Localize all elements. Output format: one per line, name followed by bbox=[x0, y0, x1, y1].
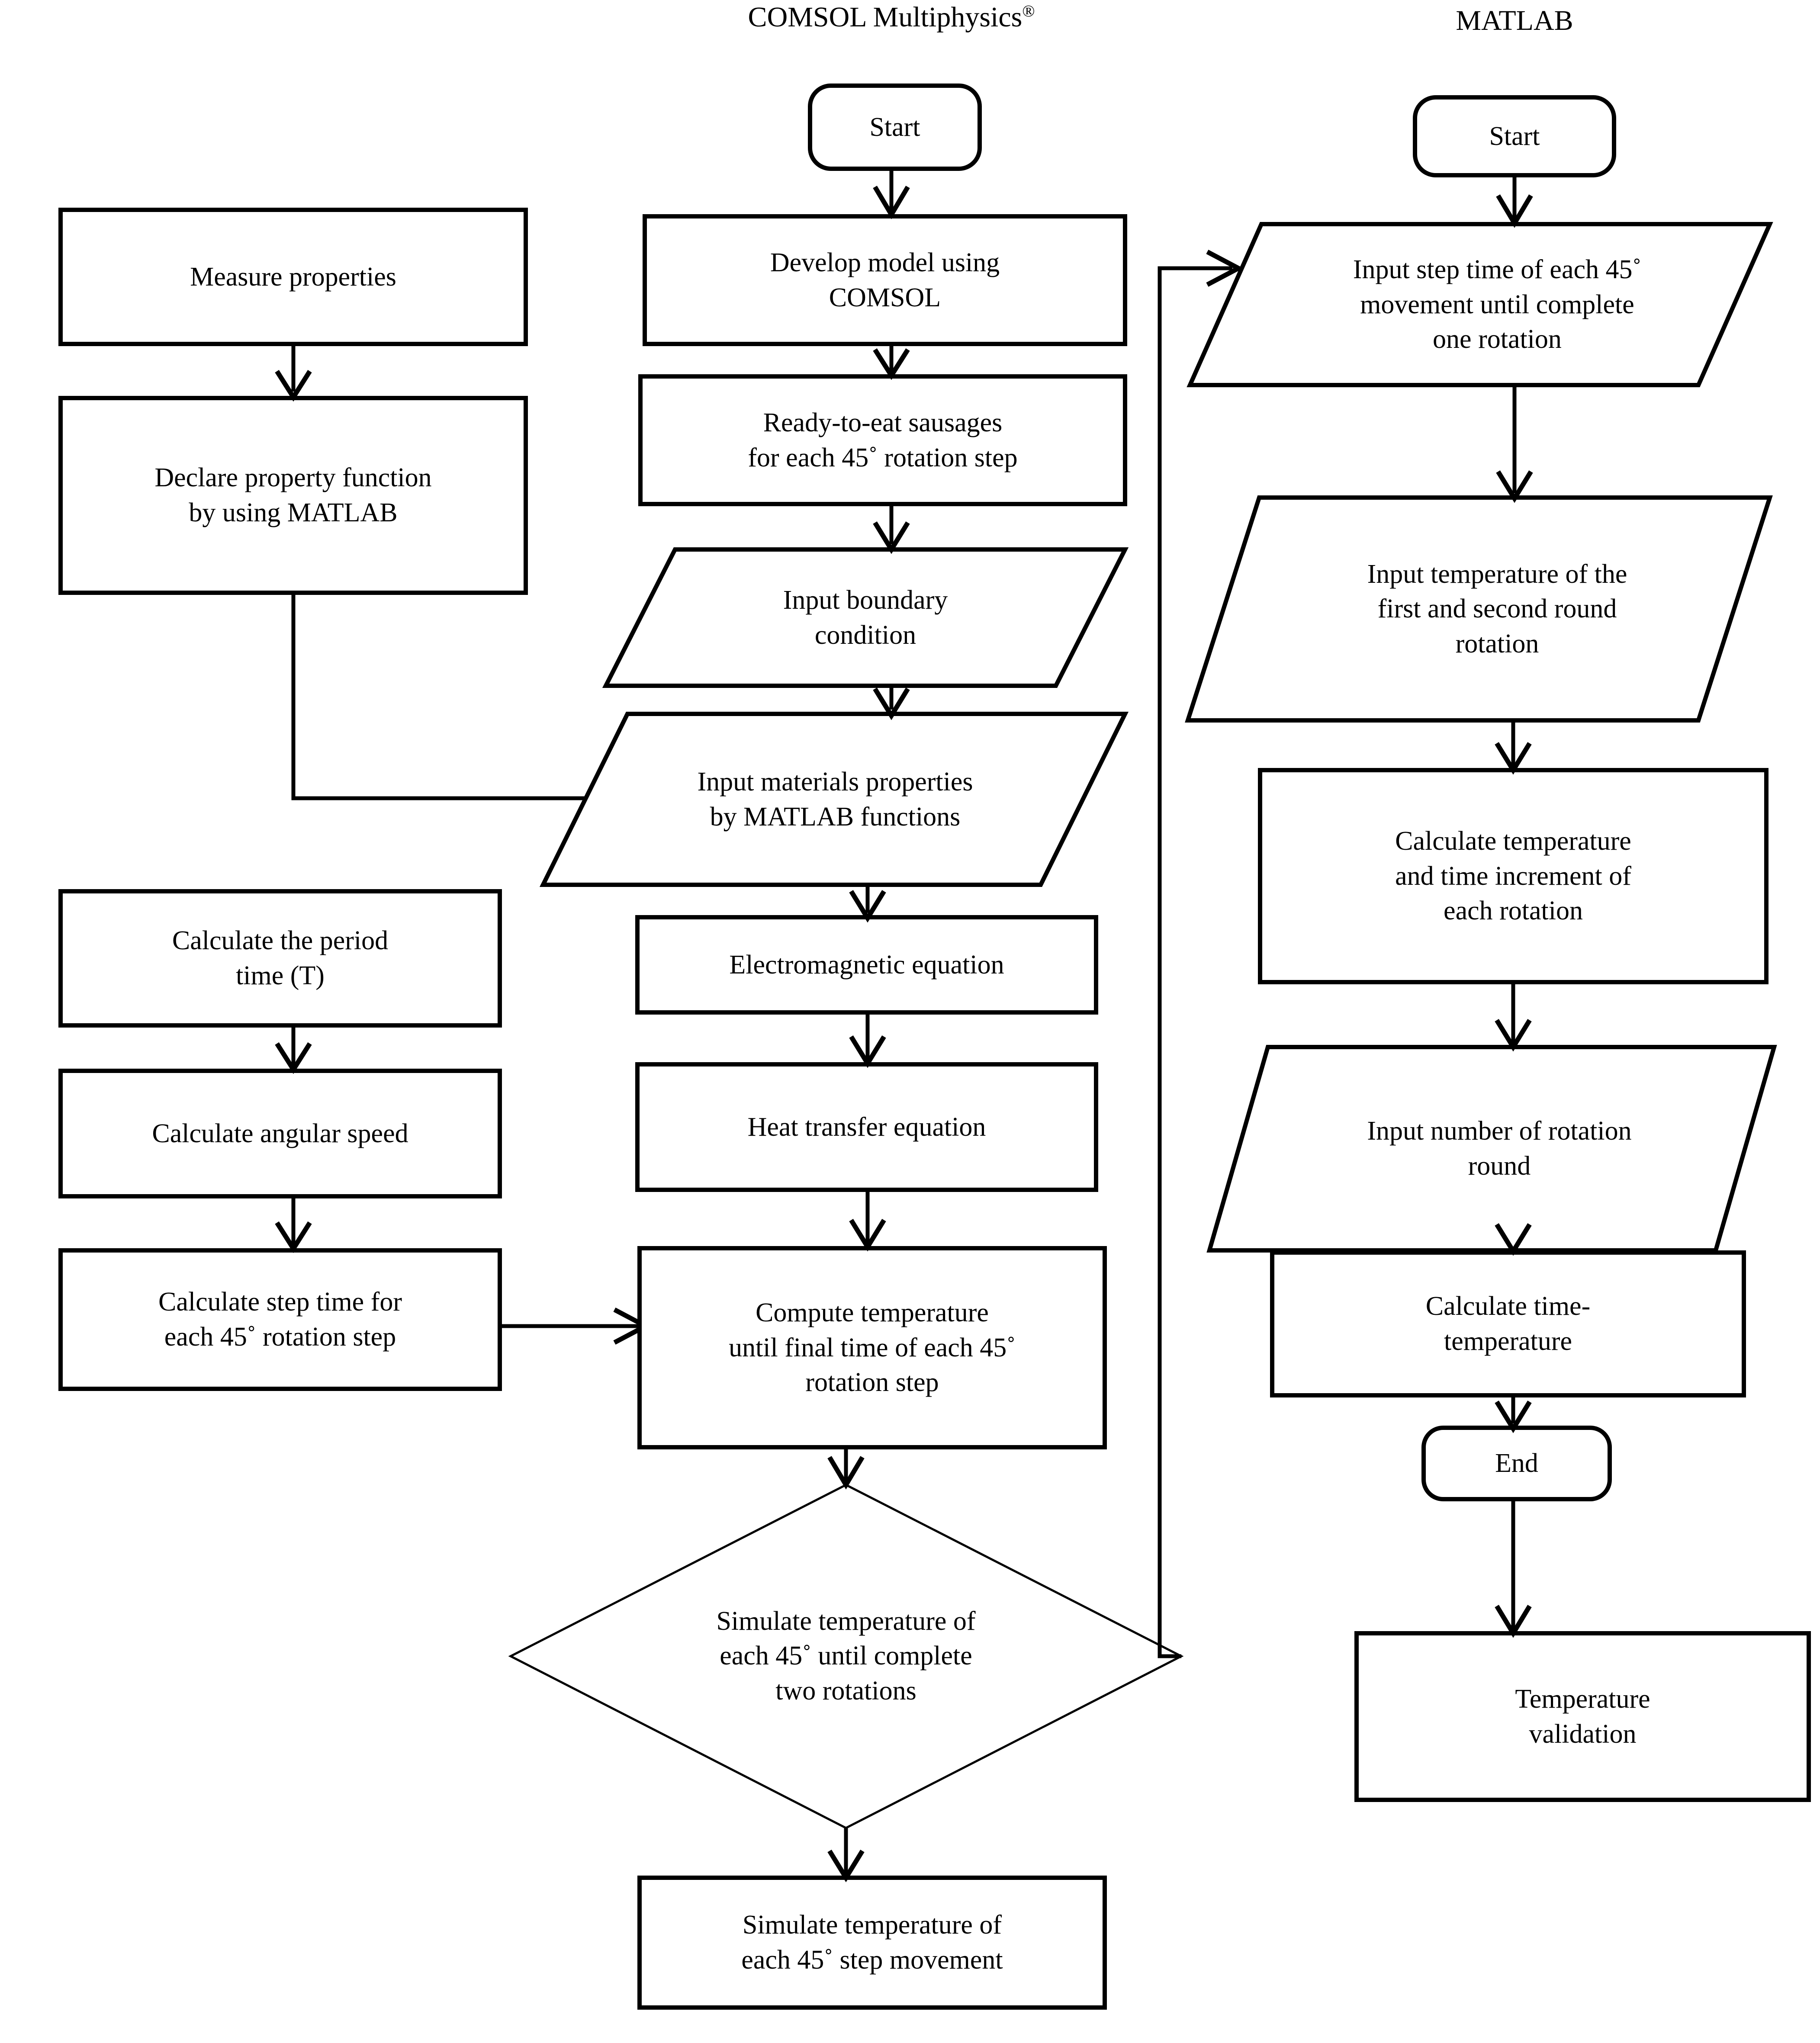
node-declare-property-function[interactable] bbox=[58, 396, 528, 595]
edge-input-number-to-calculate-time-temp bbox=[1495, 1223, 1532, 1256]
edge-calculate-increment-to-input-number bbox=[1495, 982, 1532, 1052]
edge-boundary-to-materials bbox=[873, 686, 910, 720]
column-header-matlab-text: MATLAB bbox=[1456, 5, 1573, 36]
column-header-comsol-text: COMSOL Multiphysics bbox=[748, 1, 1023, 33]
edge-start-to-develop bbox=[873, 169, 910, 219]
edge-decision-to-step-movement bbox=[827, 1828, 865, 1882]
node-develop-model[interactable] bbox=[643, 214, 1127, 346]
node-input-materials[interactable] bbox=[539, 712, 1129, 887]
column-header-matlab: MATLAB bbox=[1341, 3, 1688, 38]
node-input-step-time[interactable] bbox=[1187, 222, 1773, 387]
edge-steptime-to-compute bbox=[500, 1307, 651, 1345]
node-calculate-period-time[interactable] bbox=[58, 889, 502, 1028]
edge-ready-to-boundary bbox=[873, 504, 910, 554]
node-heat-transfer-equation[interactable] bbox=[635, 1062, 1098, 1192]
node-matlab-end[interactable] bbox=[1421, 1426, 1612, 1501]
node-calculate-time-temperature[interactable] bbox=[1270, 1250, 1746, 1397]
edge-angular-to-steptime bbox=[275, 1196, 312, 1253]
node-comsol-start[interactable] bbox=[808, 84, 982, 171]
edge-matlab-start-to-input-step-time bbox=[1496, 175, 1533, 228]
edge-end-to-temperature-validation bbox=[1495, 1499, 1532, 1638]
edge-input-step-time-to-input-temp bbox=[1496, 385, 1533, 503]
node-ready-to-eat[interactable] bbox=[638, 374, 1127, 506]
node-calculate-angular-speed[interactable] bbox=[58, 1069, 502, 1198]
node-electromagnetic-equation[interactable] bbox=[635, 915, 1098, 1015]
node-input-boundary[interactable] bbox=[602, 547, 1129, 688]
edge-materials-to-electromagnetic bbox=[849, 885, 886, 923]
edge-compute-to-decision bbox=[827, 1447, 865, 1490]
edge-heat-to-compute bbox=[849, 1190, 886, 1252]
edge-period-to-angular bbox=[275, 1025, 312, 1074]
edge-develop-to-ready bbox=[873, 344, 910, 380]
edge-measure-to-declare bbox=[275, 344, 312, 402]
node-temperature-validation[interactable] bbox=[1354, 1631, 1811, 1802]
edge-input-temp-to-calculate-increment bbox=[1495, 720, 1532, 775]
node-input-number-rotation[interactable] bbox=[1206, 1045, 1777, 1253]
node-simulate-step-movement[interactable] bbox=[637, 1876, 1107, 2010]
registered-trademark-icon: ® bbox=[1022, 2, 1035, 20]
node-input-temperature-rounds[interactable] bbox=[1185, 495, 1773, 723]
column-header-comsol: COMSOL Multiphysics® bbox=[675, 0, 1108, 34]
node-measure-properties[interactable] bbox=[58, 208, 528, 346]
node-calculate-step-time[interactable] bbox=[58, 1248, 502, 1391]
node-simulate-two-rotations[interactable] bbox=[508, 1484, 1184, 1829]
edge-calculate-time-temp-to-end bbox=[1495, 1395, 1532, 1433]
node-matlab-start[interactable] bbox=[1413, 95, 1616, 177]
edge-electromagnetic-to-heat bbox=[849, 1012, 886, 1068]
edge-decision-feedback-to-input-step-time bbox=[1158, 250, 1244, 1658]
node-calculate-temp-time-increment[interactable] bbox=[1258, 768, 1769, 984]
node-compute-temperature[interactable] bbox=[637, 1246, 1107, 1449]
